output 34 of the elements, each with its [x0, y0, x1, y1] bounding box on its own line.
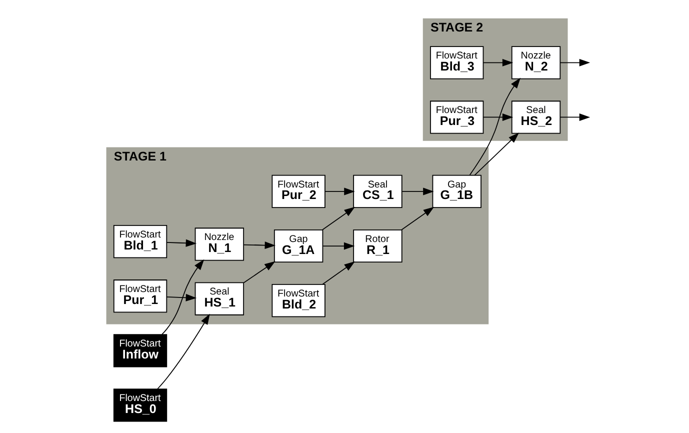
arrow	[474, 132, 520, 176]
node-box: Seal HS_2	[511, 100, 561, 134]
node-box: Nozzle N_1	[194, 228, 244, 261]
node-box: Gap G_1B	[432, 174, 482, 208]
arrow	[402, 188, 434, 196]
node-box: FlowStart Inflow	[113, 334, 168, 368]
arrow	[483, 113, 514, 121]
arrow	[560, 113, 590, 121]
arrow	[324, 188, 355, 196]
arrow	[157, 314, 210, 390]
node-box: Seal CS_1	[353, 174, 402, 208]
node-box: Nozzle N_2	[511, 46, 561, 80]
node-box: FlowStart HS_0	[113, 388, 168, 422]
arrow	[401, 206, 434, 230]
arrow	[322, 242, 355, 250]
arrow	[166, 294, 197, 302]
node-box: Rotor R_1	[353, 229, 402, 263]
node-box: FlowStart Bld_2	[272, 284, 326, 318]
arrow	[244, 241, 276, 250]
arrow	[161, 259, 204, 335]
arrow	[244, 261, 276, 284]
node-box: FlowStart Pur_3	[430, 100, 484, 134]
arrow	[322, 261, 355, 285]
node-box: FlowStart Bld_3	[430, 46, 484, 80]
node-box: Seal HS_1	[194, 282, 244, 316]
node-box: FlowStart Pur_2	[272, 174, 326, 208]
node-box: Gap G_1A	[274, 229, 324, 263]
arrow	[469, 78, 521, 176]
arrow	[560, 58, 590, 66]
node-box: FlowStart Bld_1	[113, 225, 168, 258]
node-box: FlowStart Pur_1	[113, 280, 168, 313]
arrow	[483, 58, 514, 66]
arrow	[322, 206, 355, 230]
arrow	[166, 239, 197, 247]
